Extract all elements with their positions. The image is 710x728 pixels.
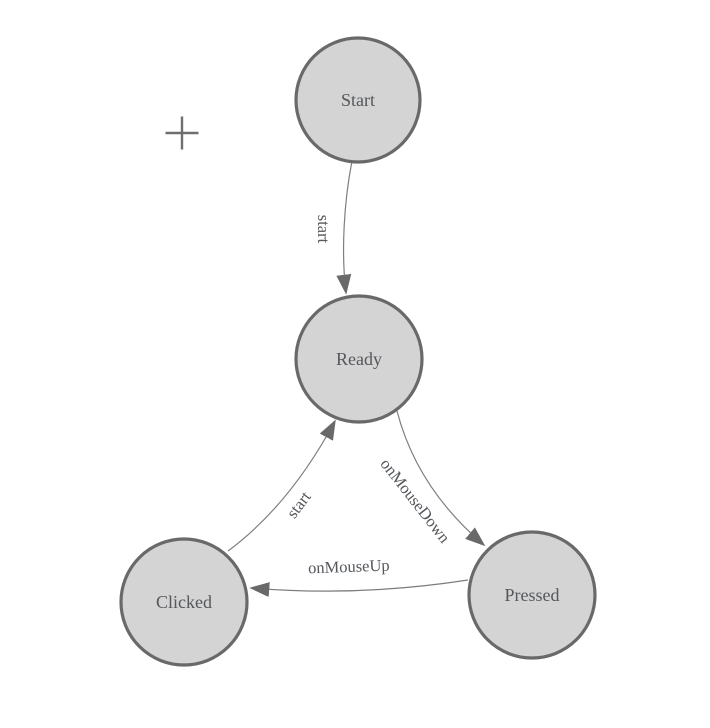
edge-label-pressed-to-clicked: onMouseUp xyxy=(308,556,390,578)
edge-ready-to-pressed: onMouseDown xyxy=(377,410,486,547)
node-circle-pressed[interactable] xyxy=(467,530,597,660)
edge-line-start-to-ready[interactable] xyxy=(336,160,353,295)
edge-pressed-to-clicked: onMouseUp xyxy=(249,556,469,598)
edge-clicked-to-ready: start xyxy=(227,419,336,552)
node-pressed[interactable]: Pressed xyxy=(467,530,597,660)
node-clicked[interactable]: Clicked xyxy=(119,537,249,667)
edge-line-ready-to-pressed[interactable] xyxy=(396,410,486,547)
edge-label-ready-to-pressed: onMouseDown xyxy=(377,455,455,547)
edge-label-clicked-to-ready: start xyxy=(282,487,315,521)
node-label-ready: Ready xyxy=(336,349,382,369)
node-circle-clicked[interactable] xyxy=(119,537,249,667)
node-label-clicked: Clicked xyxy=(156,592,212,612)
plus-crosshair-icon xyxy=(165,116,199,150)
edge-label-start-to-ready: start xyxy=(314,215,333,244)
node-label-start: Start xyxy=(341,90,375,110)
node-label-pressed: Pressed xyxy=(505,585,560,605)
node-circle-start[interactable] xyxy=(294,36,422,164)
edge-start-to-ready: start xyxy=(314,160,353,295)
node-start[interactable]: Start xyxy=(294,36,422,164)
edge-line-pressed-to-clicked[interactable] xyxy=(249,579,469,598)
node-ready[interactable]: Ready xyxy=(294,294,424,424)
edge-line-clicked-to-ready[interactable] xyxy=(227,419,336,552)
node-circle-ready[interactable] xyxy=(294,294,424,424)
